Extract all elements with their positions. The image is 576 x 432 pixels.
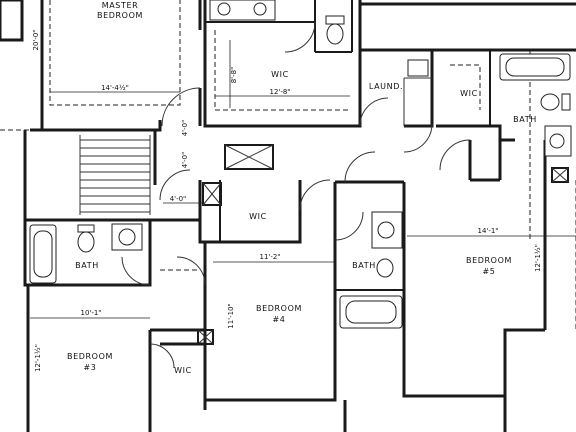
duct-right [551,167,569,183]
label-wic-lower: WIC [174,366,192,375]
wic-right-dash [450,64,481,110]
door-swing [161,87,201,127]
door-swing [359,97,389,127]
bath-left-outline [23,220,152,287]
toilet-icon [540,93,560,111]
label-bedroom4-2: #4 [273,315,286,324]
label-master-2: BEDROOM [97,11,143,20]
door-swing [334,211,364,241]
door-swing [439,139,471,171]
label-bath-left: BATH [75,261,99,270]
duct-lower-x2 [197,329,214,345]
door-swing [159,169,191,201]
toilet-bowl-icon [326,23,344,45]
wic-dash [214,30,350,111]
stair-treads [80,139,150,213]
dim-hall-a: 4'-0" [181,120,189,137]
master-south-wall [30,120,162,132]
toilet-icon [325,15,345,25]
label-laundry: LAUND. [369,82,403,91]
toilet-icon [77,231,95,253]
closet-top-left [0,0,24,42]
label-bedroom4-1: BEDROOM [256,304,302,313]
stair [79,135,151,215]
attic-x2 [224,144,274,170]
master-west-wall [30,0,44,132]
bathtub-inner-icon [33,230,53,278]
ducts [202,144,569,206]
label-wic-right: WIC [460,89,478,98]
door-swing [344,151,376,183]
bedroom4-outline [203,242,337,402]
room-labels: MASTER BEDROOM WIC LAUND. WIC BATH WIC B… [67,1,537,375]
sink-icon [253,2,267,16]
bathtub-inner-icon [505,57,565,77]
washer-icon [407,59,429,77]
door-swing [121,256,151,286]
laundry-outline [360,48,434,128]
dim-bed5-depth: 12'-1½" [534,244,542,272]
duct-right-x2 [551,167,569,183]
door-swing [176,256,206,286]
label-wic-center: WIC [249,212,267,221]
label-bedroom3-1: BEDROOM [67,352,113,361]
dimension-labels: 14'-4½" 20'-0" 12'-8" 8'-8" 4'-0" 4'-0" … [32,29,542,371]
dim-bed3-depth: 12'-1½" [34,344,42,372]
wic-center-outline [198,180,302,244]
sink-icon [217,2,231,16]
dim-bed5-width: 14'-1" [477,227,498,235]
sink-icon [118,228,136,246]
sink-icon [549,133,565,149]
label-wic-master: WIC [271,70,289,79]
toilet-tank-icon [561,93,571,111]
label-bedroom3-2: #3 [84,363,97,372]
door-swing [403,123,433,153]
dim-wic-width: 12'-8" [269,88,290,96]
dim-master-width: 14'-4½" [101,84,129,92]
vanity-center [371,211,403,249]
dim-bed4-width: 11'-2" [259,253,280,261]
label-bath-right: BATH [513,115,537,124]
dim-master-depth: 20'-0" [32,29,40,50]
label-bedroom5-2: #5 [483,267,496,276]
duct-center [202,182,222,206]
door-swing [284,21,316,53]
toilet-icon [376,258,394,278]
dim-hall-b: 4'-0" [181,152,189,169]
door-swing [299,179,331,211]
wic-lower-outline [160,342,207,410]
dim-bed4-depth: 11'-10" [227,303,235,328]
label-bath-center: BATH [352,261,376,270]
fixtures [29,0,572,329]
master-dash [49,0,181,106]
toilet-tank-icon [77,224,95,233]
label-bedroom5-1: BEDROOM [466,256,512,265]
duct-center-x2 [202,182,222,206]
bedroom5-outline [402,182,545,398]
wic-outline [203,0,362,128]
bathtub-inner-icon [345,300,397,324]
dim-wic-depth: 8'-8" [230,67,238,84]
label-master-1: MASTER [102,1,139,10]
bath-right-south [436,124,515,142]
sink-icon [377,221,395,239]
doors [121,21,471,369]
dim-hall-width: 4'-0" [170,195,187,203]
dashed-outlines [0,0,576,330]
door-swing [149,343,175,369]
attic-access [224,144,274,170]
dim-bed3-width: 10'-1" [80,309,101,317]
dimension-lines [30,40,576,319]
